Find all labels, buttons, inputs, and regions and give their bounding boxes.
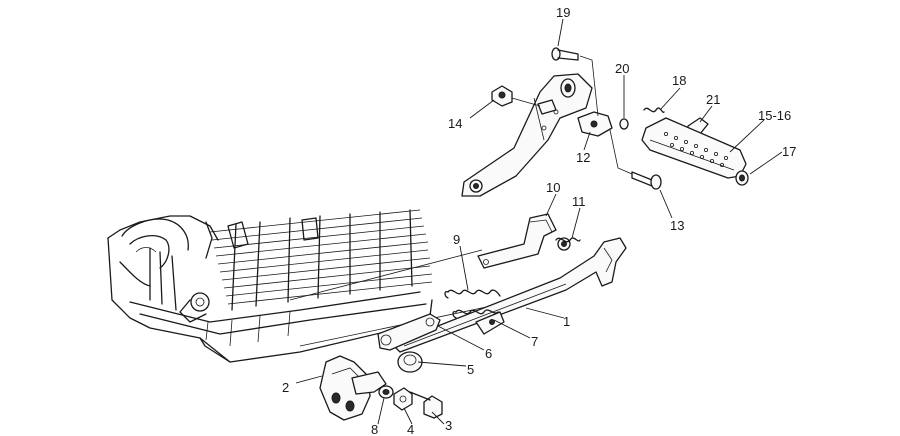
nut [393, 387, 413, 411]
stand-mount [319, 355, 387, 421]
lever-arm [377, 313, 441, 351]
callout-15-16: 15-16 [758, 108, 791, 123]
spring-pin [555, 237, 581, 243]
callout-8: 8 [371, 422, 378, 436]
bolt-19 [551, 47, 579, 61]
bracket [477, 213, 557, 269]
callout-14: 14 [448, 116, 462, 131]
leader-lines [295, 18, 783, 425]
spring-plate [475, 311, 505, 335]
bolt [409, 391, 443, 419]
callout-12: 12 [576, 150, 590, 165]
assembly-guide-line [289, 249, 483, 301]
callout-17: 17 [782, 144, 796, 159]
alignment-guide-nut [511, 97, 541, 107]
callout-10: 10 [546, 180, 560, 195]
callout-1: 1 [563, 314, 570, 329]
spring-18 [643, 107, 665, 113]
callout-19: 19 [556, 5, 570, 20]
spring-upper [444, 289, 501, 299]
cap-17 [735, 170, 749, 186]
engine-crankcase [107, 209, 433, 363]
callout-7: 7 [531, 334, 538, 349]
callout-2: 2 [282, 380, 289, 395]
washer [378, 385, 394, 399]
pivot-block [577, 111, 613, 137]
nut-14 [491, 85, 513, 107]
alignment-guide-pin [609, 129, 633, 175]
footrest-bracket [461, 73, 593, 197]
alignment-guide-upper [579, 55, 599, 117]
side-stand [391, 237, 627, 353]
pin-13 [631, 171, 662, 190]
callout-18: 18 [672, 73, 686, 88]
callout-labels: 1 2 3 4 5 6 7 8 9 10 11 12 13 14 15-16 1… [282, 5, 796, 436]
callout-21: 21 [706, 92, 720, 107]
callout-5: 5 [467, 362, 474, 377]
callout-9: 9 [453, 232, 460, 247]
callout-13: 13 [670, 218, 684, 233]
callout-20: 20 [615, 61, 629, 76]
washer-20 [619, 118, 629, 130]
spring-lower [452, 309, 499, 319]
callout-11: 11 [572, 194, 586, 209]
callout-4: 4 [407, 422, 414, 436]
callout-6: 6 [485, 346, 492, 361]
callout-3: 3 [445, 418, 452, 433]
